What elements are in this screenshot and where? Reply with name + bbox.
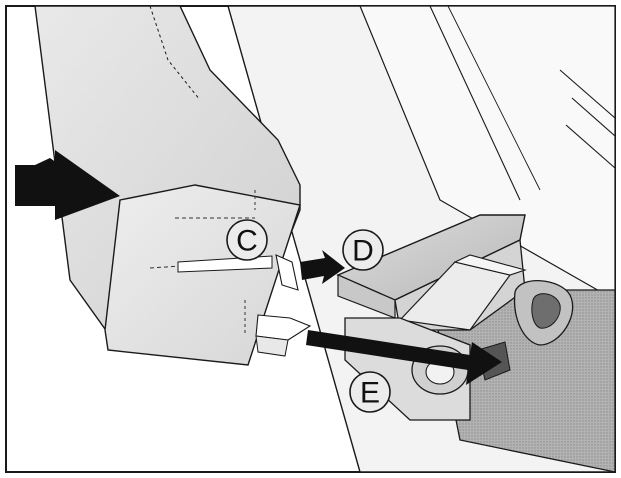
panel-edge bbox=[447, 5, 541, 191]
cover-tab-lower bbox=[255, 314, 312, 341]
push-arrow-detail bbox=[35, 158, 60, 165]
vent-slot bbox=[571, 97, 616, 137]
latch-top bbox=[453, 254, 527, 276]
callout-d: D bbox=[342, 229, 384, 271]
insert-arrow-d-icon bbox=[300, 250, 345, 284]
callout-c-label: C bbox=[236, 225, 258, 258]
callout-c: C bbox=[226, 219, 268, 261]
panel-edge bbox=[429, 5, 521, 201]
push-direction-arrow-icon bbox=[15, 150, 120, 220]
insert-arrow-e-icon bbox=[306, 330, 502, 385]
cover-tab-lower-face bbox=[255, 335, 289, 357]
callout-d-label: D bbox=[352, 235, 374, 268]
cover-tab-upper bbox=[275, 254, 299, 291]
vent-slot bbox=[559, 69, 616, 119]
callout-e: E bbox=[349, 371, 391, 413]
cylinder-hole bbox=[531, 293, 561, 329]
callout-e-label: E bbox=[360, 377, 380, 410]
cover-fold-line bbox=[149, 5, 201, 101]
vent-slot bbox=[565, 124, 616, 169]
